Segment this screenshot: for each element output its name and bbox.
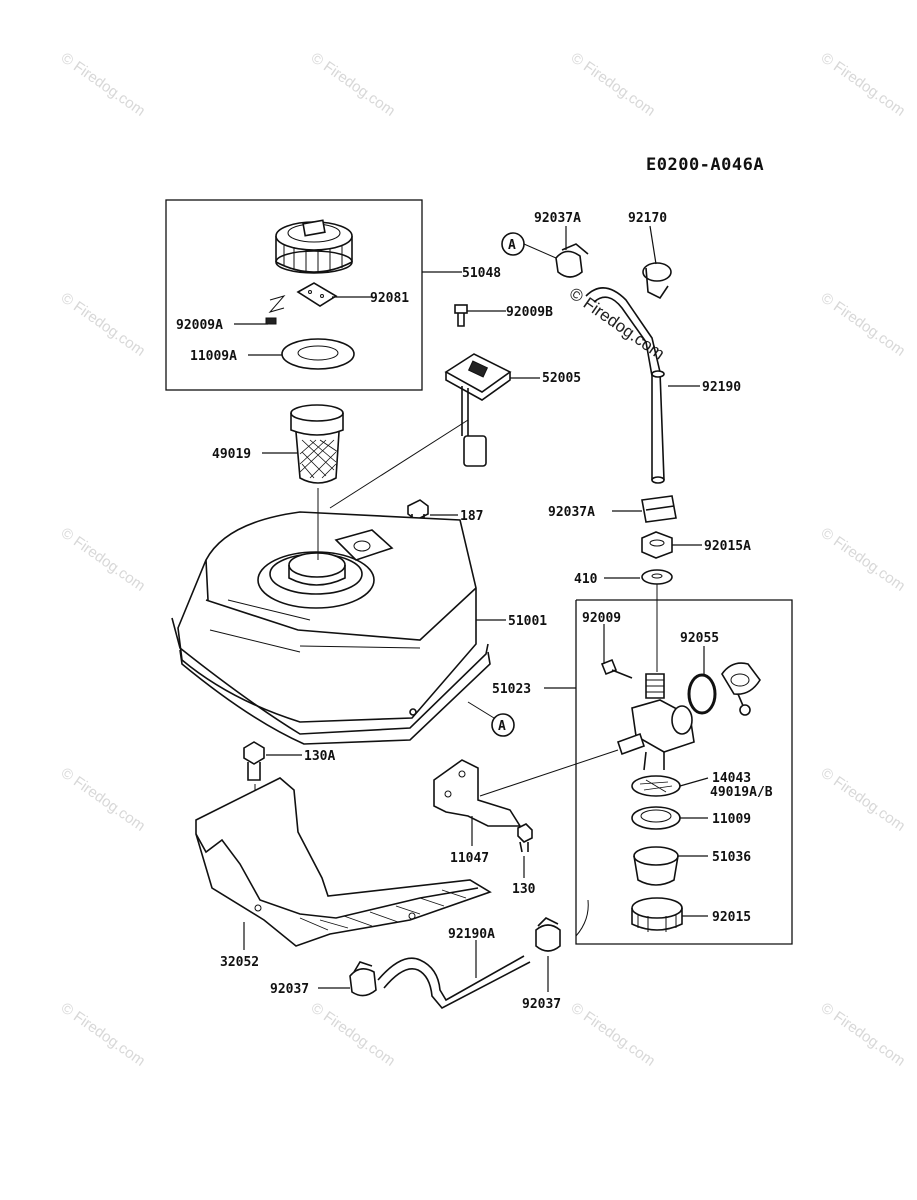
watermark: © Firedog.com <box>818 289 909 359</box>
part-label: 130A <box>304 749 335 764</box>
fuel-tank-icon <box>171 511 506 745</box>
part-label: 49019 <box>212 447 251 462</box>
part-label: 92081 <box>370 291 409 306</box>
part-label: 14043 <box>712 771 751 786</box>
gasket-icon <box>296 282 338 307</box>
callout-a-label: A <box>498 719 506 734</box>
washer-icon <box>604 569 673 672</box>
cap-kit-frame <box>165 199 423 391</box>
part-label: 32052 <box>220 955 259 970</box>
fuel-cock-icon <box>616 673 695 771</box>
cup-nut-icon <box>631 897 708 932</box>
part-label: 51036 <box>712 850 751 865</box>
valve-knob-icon <box>721 662 761 716</box>
fuel-gauge-icon <box>329 304 540 509</box>
callout-a-bottom: A <box>491 713 515 737</box>
diagram-code: E0200-A046A <box>646 155 764 175</box>
clamp-icon <box>555 226 589 278</box>
part-label: 92009A <box>176 318 223 333</box>
watermark: © Firedog.com <box>308 49 399 119</box>
nut-icon <box>641 531 702 559</box>
part-label: 130 <box>512 882 536 897</box>
callout-a-label: A <box>508 238 516 253</box>
callout-a-top: A <box>501 232 557 259</box>
hose-icon <box>377 940 531 1010</box>
bracket-icon <box>433 759 522 846</box>
watermark: © Firedog.com <box>568 999 659 1069</box>
watermark: © Firedog.com <box>818 764 909 834</box>
part-label: 52005 <box>542 371 581 386</box>
part-label: 92037 <box>270 982 309 997</box>
part-label: 11047 <box>450 851 489 866</box>
watermark: © Firedog.com <box>58 49 149 119</box>
seal-ring-icon <box>281 338 355 370</box>
watermark: © Firedog.com <box>58 764 149 834</box>
fuel-strainer-icon <box>262 404 344 484</box>
part-label: 92055 <box>680 631 719 646</box>
screw-icon <box>265 295 286 325</box>
part-label: 92009 <box>582 611 621 626</box>
part-label: 11009 <box>712 812 751 827</box>
bolt-icon <box>517 823 533 878</box>
part-label: 92037A <box>548 505 595 520</box>
part-label: 51001 <box>508 614 547 629</box>
part-label: 92015 <box>712 910 751 925</box>
watermark: © Firedog.com <box>58 999 149 1069</box>
part-label: 92015A <box>704 539 751 554</box>
filter-screen-icon <box>631 775 709 797</box>
part-label: 92190A <box>448 927 495 942</box>
tank-guard-icon <box>195 777 492 950</box>
part-label: 92170 <box>628 211 667 226</box>
clamp-icon <box>318 961 377 997</box>
part-label: 49019A/B <box>710 785 773 800</box>
watermark: © Firedog.com <box>818 524 909 594</box>
sediment-cup-icon <box>633 846 708 886</box>
fuel-cock-frame <box>575 599 793 945</box>
part-label: 92037A <box>534 211 581 226</box>
clamp-icon <box>535 917 561 992</box>
watermark: © Firedog.com <box>58 524 149 594</box>
clamp-icon <box>642 225 672 300</box>
part-label: 92009B <box>506 305 553 320</box>
fuel-cock-group <box>479 599 793 945</box>
fuel-cap-icon <box>275 219 353 274</box>
watermark: © Firedog.com <box>308 999 399 1069</box>
clamp-icon <box>612 495 677 523</box>
watermark-layer: © Firedog.com © Firedog.com © Firedog.co… <box>58 49 909 1069</box>
watermark: © Firedog.com <box>818 49 909 119</box>
part-label: 11009A <box>190 349 237 364</box>
part-label: 187 <box>460 509 483 524</box>
hose-icon <box>585 287 700 484</box>
part-label: 51023 <box>492 682 531 697</box>
part-labels: 92037A 92170 51048 92081 92009A 92009B 1… <box>176 211 773 1012</box>
seal-ring-icon <box>631 806 708 830</box>
watermark: © Firedog.com <box>568 49 659 119</box>
part-label: 51048 <box>462 266 501 281</box>
watermark-prominent: © Firedog.com <box>566 284 668 364</box>
part-label: 92190 <box>702 380 741 395</box>
cap-kit-group <box>165 199 462 391</box>
watermark: © Firedog.com <box>818 999 909 1069</box>
part-label: 92037 <box>522 997 561 1012</box>
watermark: © Firedog.com <box>58 289 149 359</box>
part-label: 410 <box>574 572 598 587</box>
